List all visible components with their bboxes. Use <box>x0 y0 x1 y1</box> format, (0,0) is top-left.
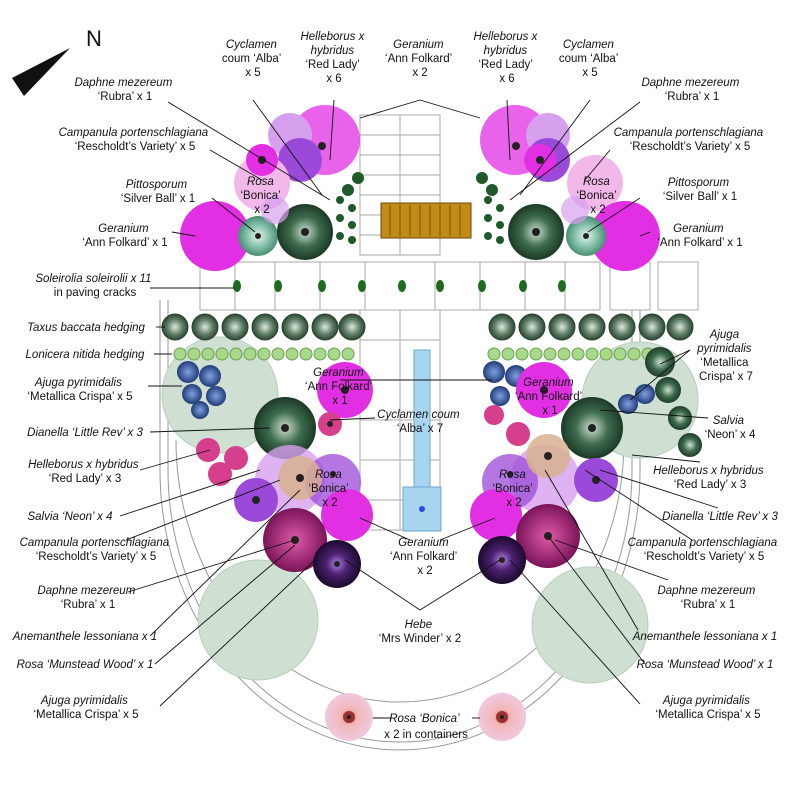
north-label: N <box>86 26 102 51</box>
label-lonicera: Lonicera nitida hedging <box>26 349 146 361</box>
bed-top-right <box>480 105 660 271</box>
label-right-ajuga-low: Ajuga pyrimidalis ‘Metallica Crispa’ x 5 <box>655 695 760 721</box>
label-right-rosa-munstead: Rosa ‘Munstead Wood’ x 1 <box>637 659 774 671</box>
bed-left-mid <box>177 361 373 588</box>
label-left-geranium-top: Geranium ‘Ann Folkard’ x 1 <box>82 223 167 249</box>
label-left-ajuga-low: Ajuga pyrimidalis ‘Metallica Crispa’ x 5 <box>33 695 138 721</box>
label-right-daphne-low: Daphne mezereum ‘Rubra’ x 1 <box>657 585 758 611</box>
label-top-right-helleborus: Helleborus x hybridus ‘Red Lady’ x 6 <box>473 31 540 85</box>
label-top-right-cyclamen: Cyclamen coum ‘Alba’ x 5 <box>559 39 621 79</box>
label-right-ajuga-mid: Ajuga pyrimidalis ‘Metallica Crispa’ x 7 <box>696 329 755 383</box>
label-hebe: Hebe ‘Mrs Winder’ x 2 <box>379 619 461 645</box>
label-left-campanula-low: Campanula portenschlagiana ‘Rescholdt’s … <box>20 537 173 563</box>
bench <box>380 202 472 239</box>
label-top-left-cyclamen: Cyclamen coum ‘Alba’ x 5 <box>222 39 284 79</box>
label-left-helleborus-mid: Helleborus x hybridus ‘Red Lady’ x 3 <box>28 459 142 485</box>
label-left-ajuga-mid: Ajuga pyrimidalis ‘Metallica Crispa’ x 5 <box>27 377 132 403</box>
taxus-hedge <box>161 313 694 341</box>
label-geranium-low: Geranium ‘Ann Folkard’ x 2 <box>390 537 460 577</box>
label-left-geranium-mid: Geranium ‘Ann Folkard’ x 1 <box>305 367 375 407</box>
label-taxus: Taxus baccata hedging <box>27 322 145 334</box>
label-top-left-helleborus: Helleborus x hybridus ‘Red Lady’ x 6 <box>300 31 367 85</box>
label-left-rosa-mid: Rosa ‘Bonica’ x 2 <box>308 469 351 509</box>
label-left-salvia: Salvia ‘Neon’ x 4 <box>27 511 112 523</box>
top-left-small-plants <box>336 172 364 244</box>
label-right-rosa-mid: Rosa ‘Bonica’ x 2 <box>492 469 535 509</box>
label-cyclamen-centre: Cyclamen coum ‘Alba’ x 7 <box>377 409 463 435</box>
label-right-campanula-low: Campanula portenschlagiana ‘Rescholdt’s … <box>628 537 781 563</box>
label-soleirolia: Soleirolia soleirolii x 11 in paving cra… <box>35 273 154 299</box>
lonicera-hedge <box>173 347 655 361</box>
top-right-small-plants <box>476 172 504 244</box>
label-left-rosa-munstead: Rosa ‘Munstead Wood’ x 1 <box>17 659 154 671</box>
label-left-pittosporum: Pittosporum ‘Silver Ball’ x 1 <box>121 179 195 205</box>
label-right-rosa-top: Rosa ‘Bonica’ x 2 <box>576 176 619 216</box>
label-right-pittosporum: Pittosporum ‘Silver Ball’ x 1 <box>663 177 737 203</box>
leader-lines <box>119 99 719 719</box>
label-containers: Rosa ‘Bonica’ x 2 in containers <box>384 713 468 741</box>
label-left-daphne-top: Daphne mezereum ‘Rubra’ x 1 <box>74 77 175 103</box>
label-right-daphne-top: Daphne mezereum ‘Rubra’ x 1 <box>641 77 742 103</box>
label-left-rosa-top: Rosa ‘Bonica’ x 2 <box>240 176 283 216</box>
label-left-campanula-top: Campanula portenschlagiana ‘Rescholdt’s … <box>59 127 212 153</box>
label-right-campanula-top: Campanula portenschlagiana ‘Rescholdt’s … <box>614 127 767 153</box>
label-top-geranium: Geranium ‘Ann Folkard’ x 2 <box>385 39 455 79</box>
label-right-dianella: Dianella ‘Little Rev’ x 3 <box>662 511 778 523</box>
label-right-salvia: Salvia ‘Neon’ x 4 <box>705 415 756 441</box>
label-left-daphne-low: Daphne mezereum ‘Rubra’ x 1 <box>37 585 138 611</box>
label-right-geranium-mid: Geranium ‘Ann Folkard’ x 1 <box>515 377 585 417</box>
label-right-anemanthele: Anemanthele lessoniana x 1 <box>632 631 778 643</box>
label-right-geranium-top: Geranium ‘Ann Folkard’ x 1 <box>657 223 742 249</box>
rose-containers <box>325 693 526 741</box>
label-right-helleborus-mid: Helleborus x hybridus ‘Red Lady’ x 3 <box>653 465 767 491</box>
soleirolia-plants <box>233 280 566 292</box>
bed-right-mid <box>470 347 702 584</box>
label-left-anemanthele: Anemanthele lessoniana x 1 <box>12 631 158 643</box>
label-left-dianella: Dianella ‘Little Rev’ x 3 <box>27 427 143 439</box>
north-arrow-icon <box>12 48 70 96</box>
